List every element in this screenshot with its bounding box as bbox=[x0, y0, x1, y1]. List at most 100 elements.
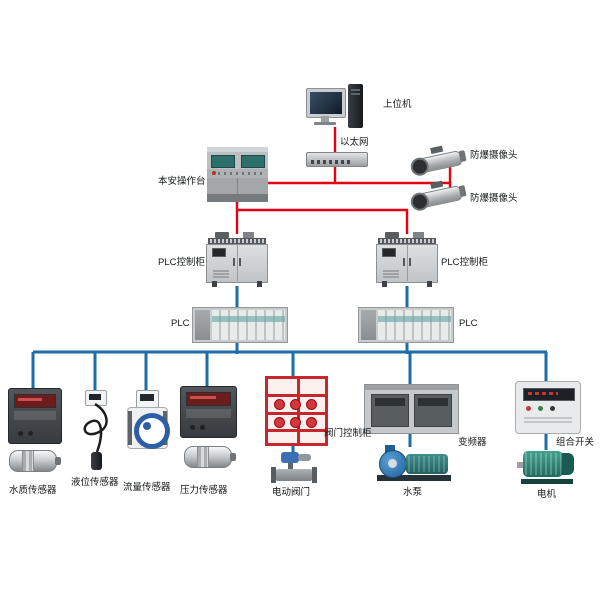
plc-control-cabinet-right bbox=[376, 232, 438, 287]
sensor-display bbox=[186, 392, 231, 406]
pump-cap bbox=[388, 459, 397, 468]
plc-power-module bbox=[195, 310, 210, 340]
sensor-button bbox=[18, 431, 23, 436]
plc-rack-left bbox=[192, 307, 288, 343]
flow-label: 流量传感器 bbox=[123, 482, 171, 493]
sensor-panel bbox=[186, 409, 231, 418]
cabinet-top-component bbox=[215, 232, 229, 238]
cabinet-door-seam bbox=[237, 244, 238, 281]
level-sensor-cable bbox=[83, 403, 108, 453]
pump-outlet bbox=[385, 445, 395, 453]
sensor-button bbox=[190, 425, 195, 430]
host-computer bbox=[306, 84, 364, 130]
valve-flange-left bbox=[271, 467, 276, 483]
flow-sensor-center bbox=[143, 422, 151, 430]
probe-hex-nut bbox=[21, 451, 35, 471]
water-pump bbox=[377, 445, 451, 481]
cable-path bbox=[83, 403, 108, 453]
console-base bbox=[207, 194, 268, 202]
plc-io-modules bbox=[378, 310, 451, 340]
cabinet-leg bbox=[257, 281, 262, 287]
sensor-button bbox=[28, 431, 33, 436]
operator-console bbox=[207, 147, 268, 202]
valve-flange-right bbox=[312, 467, 317, 483]
valve-handwheel bbox=[290, 417, 301, 428]
cabinet-display bbox=[212, 248, 226, 257]
monitor bbox=[306, 88, 346, 118]
pressure-sensor-box bbox=[180, 386, 237, 438]
level-sensor-screen bbox=[89, 394, 101, 400]
console-screen-right bbox=[241, 155, 265, 168]
console-button-row bbox=[207, 169, 268, 178]
cabinet-handle bbox=[233, 258, 235, 266]
console-body bbox=[207, 178, 268, 194]
plc-right-label: PLC bbox=[459, 318, 478, 329]
valve-motor bbox=[298, 454, 311, 461]
pump-volute bbox=[379, 450, 407, 478]
cabinet-handle bbox=[239, 258, 241, 266]
combo-switch-label: 组合开关 bbox=[556, 437, 595, 448]
sensor-panel bbox=[14, 411, 56, 420]
camera-rear-cap bbox=[458, 185, 467, 198]
cabinet-handle bbox=[403, 258, 405, 266]
tower-drive-slot bbox=[351, 93, 360, 95]
plc-control-cabinet-left bbox=[206, 232, 268, 287]
camera-mount bbox=[430, 145, 444, 155]
camera-bottom-label: 防爆摄像头 bbox=[470, 193, 518, 204]
cabinet-vent bbox=[213, 270, 229, 278]
tower-drive-slot bbox=[351, 89, 360, 91]
cabinet-display bbox=[382, 248, 396, 257]
plc-cabinet-right-label: PLC控制柜 bbox=[441, 257, 488, 268]
motor-shaft bbox=[517, 462, 523, 468]
flow-converter-screen bbox=[140, 394, 154, 401]
motor-label: 电机 bbox=[537, 489, 557, 500]
cabinet-top-component bbox=[243, 232, 254, 238]
switch-vent bbox=[524, 417, 572, 425]
switch-button-black bbox=[550, 406, 555, 411]
camera-top-label: 防爆摄像头 bbox=[470, 150, 518, 161]
vfd-cabinet bbox=[364, 384, 459, 434]
probe-tip bbox=[230, 453, 236, 461]
switch-display-digits bbox=[528, 392, 558, 395]
monitor-screen bbox=[310, 92, 342, 114]
console-screen-left bbox=[211, 155, 235, 168]
switch-button-red bbox=[526, 406, 531, 411]
cabinet-top-component bbox=[385, 232, 399, 238]
camera-mount bbox=[430, 180, 444, 190]
flow-sensor-body bbox=[127, 407, 170, 449]
plc-cabinet-left-label: PLC控制柜 bbox=[158, 257, 205, 268]
cabinet-terminal-strip bbox=[378, 238, 436, 244]
vfd-label: 变频器 bbox=[458, 437, 487, 448]
valve-control-cabinet bbox=[265, 376, 328, 446]
vfd-top-strip bbox=[365, 385, 458, 390]
valve-actuator bbox=[281, 452, 299, 463]
blue-field-lines bbox=[31, 286, 548, 452]
valve-body bbox=[276, 469, 312, 481]
ethernet-label: 以太网 bbox=[340, 137, 369, 148]
pump-label: 水泵 bbox=[403, 487, 423, 498]
water-quality-label: 水质传感器 bbox=[9, 485, 57, 496]
switch-button-green bbox=[538, 406, 543, 411]
valve-handwheel bbox=[274, 399, 285, 410]
valve-handwheel bbox=[306, 417, 317, 428]
console-buttons bbox=[212, 172, 263, 175]
cabinet-door-seam bbox=[407, 244, 408, 281]
cabinet-handle bbox=[409, 258, 411, 266]
cabinet-terminal-strip bbox=[208, 238, 266, 244]
vfd-door-left bbox=[371, 394, 409, 427]
plc-io-modules bbox=[212, 310, 285, 340]
probe-tip bbox=[55, 457, 61, 465]
water-quality-probe bbox=[9, 450, 61, 472]
electric-valve bbox=[271, 452, 317, 484]
manifold-rail bbox=[296, 379, 300, 443]
valve-cabinet-label: 阀门控制柜 bbox=[324, 428, 372, 439]
console-screen-panel bbox=[207, 152, 268, 169]
cabinet-leg bbox=[382, 281, 387, 287]
plc-left-label: PLC bbox=[171, 318, 190, 329]
valve-label: 电动阀门 bbox=[272, 487, 311, 498]
vfd-door-right bbox=[414, 394, 452, 427]
flow-flange-left bbox=[128, 411, 132, 445]
vfd-panel-screen bbox=[375, 398, 405, 406]
console-red-button bbox=[212, 171, 216, 175]
